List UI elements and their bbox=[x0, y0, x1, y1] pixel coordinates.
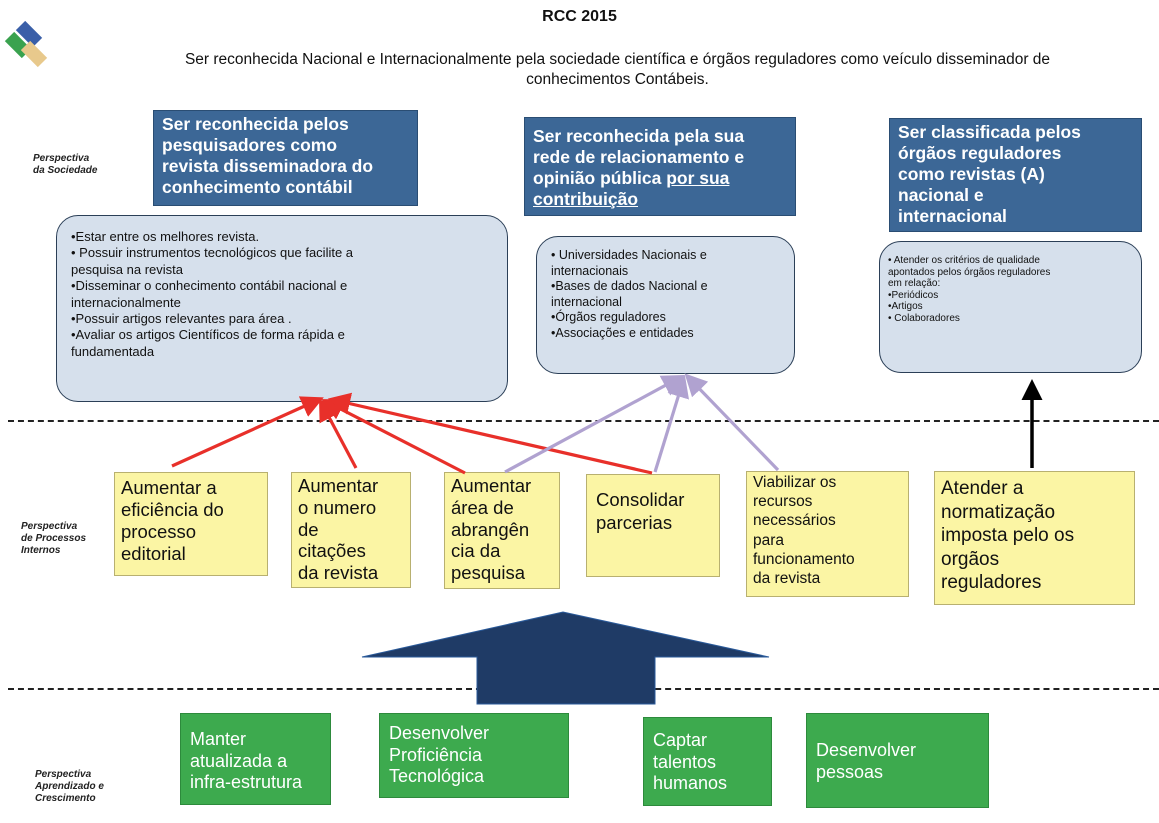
learning-tech-proficiency: Desenvolver Proficiência Tecnológica bbox=[379, 713, 569, 798]
bubble-researchers-goals: •Estar entre os melhores revista. • Poss… bbox=[56, 215, 508, 402]
arrow-resources-to-network bbox=[684, 373, 780, 472]
lavender-arrows bbox=[504, 373, 780, 474]
bubble-network-goals: • Universidades Nacionais e internaciona… bbox=[536, 236, 795, 374]
process-partnerships: Consolidar parcerias bbox=[586, 474, 720, 577]
learning-talent: Captar talentos humanos bbox=[643, 717, 772, 806]
mission-line-2: conhecimentos Contábeis. bbox=[526, 71, 709, 88]
arrow-editorial-to-researchers bbox=[171, 396, 324, 468]
objective-researchers: Ser reconhecida pelos pesquisadores como… bbox=[153, 110, 418, 206]
big-upward-arrow bbox=[361, 611, 770, 705]
process-resources: Viabilizar os recursos necessários para … bbox=[746, 471, 909, 597]
mission-statement: Ser reconhecida Nacional e Internacional… bbox=[80, 50, 1155, 90]
red-arrows bbox=[171, 392, 653, 475]
objective-relationship-network: Ser reconhecida pela sua rede de relacio… bbox=[524, 117, 796, 216]
process-research-coverage: Aumentar área de abrangên cia da pesquis… bbox=[444, 472, 560, 589]
objective-regulators-classification: Ser classificada pelos órgãos reguladore… bbox=[889, 118, 1142, 232]
separator-society-internal bbox=[8, 420, 1159, 422]
perspective-internal-label: Perspectiva de Processos Internos bbox=[21, 521, 87, 556]
arrow-partnerships-to-researchers bbox=[327, 392, 653, 475]
process-citations: Aumentar o numero de citações da revista bbox=[291, 472, 411, 588]
mission-line-1: Ser reconhecida Nacional e Internacional… bbox=[184, 51, 1051, 68]
learning-infrastructure: Manter atualizada a infra-estrutura bbox=[180, 713, 331, 805]
process-regulatory-compliance: Atender a normatização imposta pelo os o… bbox=[934, 471, 1135, 605]
arrow-partnerships-to-network bbox=[653, 374, 689, 473]
perspective-learning-label: Perspectiva Aprendizado e Crescimento bbox=[35, 769, 104, 804]
bubble-regulator-goals: • Atender os critérios de qualidade apon… bbox=[879, 241, 1142, 373]
learning-people-development: Desenvolver pessoas bbox=[806, 713, 989, 808]
arrow-coverage-to-network bbox=[504, 374, 685, 474]
process-editorial-efficiency: Aumentar a eficiência do processo editor… bbox=[114, 472, 268, 576]
perspective-society-label: Perspectiva da Sociedade bbox=[33, 153, 98, 176]
page-title: RCC 2015 bbox=[542, 8, 617, 25]
